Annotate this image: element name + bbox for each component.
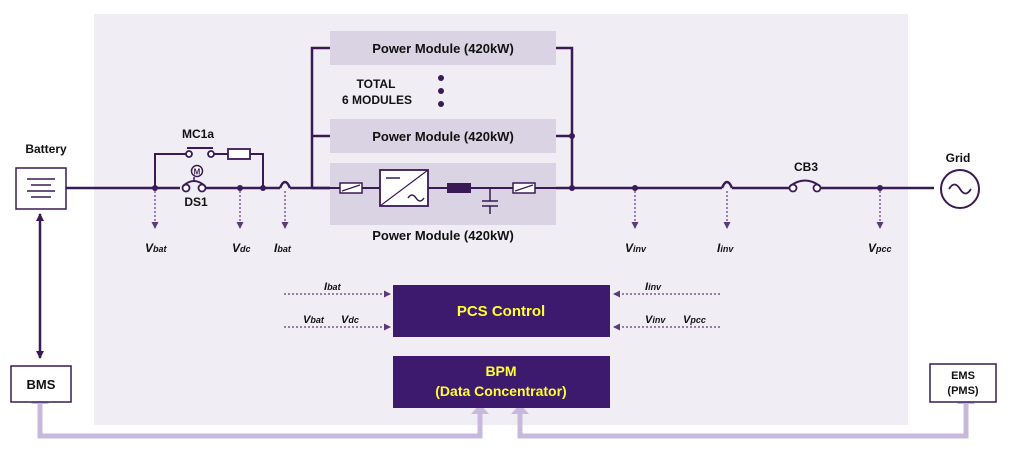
arrowhead-bpm-left xyxy=(471,404,489,414)
ellipsis-dots-icon xyxy=(438,75,444,107)
ems-line1: EMS xyxy=(951,370,975,382)
mc1a-branch xyxy=(154,153,264,188)
iinv-label: Iinv xyxy=(717,241,734,255)
ds1-switch xyxy=(181,177,207,193)
iinv-sensor xyxy=(720,180,734,189)
inductor-icon xyxy=(447,183,471,193)
vdc-label: Vdc xyxy=(232,241,251,255)
module-bus-junctions xyxy=(569,133,575,191)
power-module-3-label: Power Module (420kW) xyxy=(372,228,514,243)
module-parallel-bus xyxy=(310,46,574,190)
pcs-inputs xyxy=(284,290,720,331)
ibat-label: Ibat xyxy=(274,241,292,255)
bus-junctions xyxy=(152,185,883,191)
bpm-box xyxy=(393,356,610,408)
cb3-label: CB3 xyxy=(794,160,818,174)
capacitor-icon xyxy=(482,188,498,214)
bpm-ems-link xyxy=(517,402,969,439)
pcs-control-label: PCS Control xyxy=(457,303,545,320)
bpm-line1: BPM xyxy=(485,363,516,379)
comm-links xyxy=(37,402,969,439)
ems-box xyxy=(929,363,997,403)
power-module-3 xyxy=(330,163,556,225)
total-line1: TOTAL xyxy=(357,77,396,91)
ibat-sensor xyxy=(278,180,292,189)
ds1-label: DS1 xyxy=(184,195,208,209)
grid-label: Grid xyxy=(946,151,971,165)
inverter-icon xyxy=(379,169,429,207)
pcs-input-vpcc: Vpcc xyxy=(683,314,706,326)
vinv-label: Vinv xyxy=(625,241,647,255)
cb3-breaker xyxy=(788,179,822,193)
pcs-input-ibat: Ibat xyxy=(324,281,342,293)
motor-icon: M xyxy=(190,164,204,178)
bms-bpm-link xyxy=(37,402,483,439)
pcs-input-vdc: Vdc xyxy=(341,314,359,326)
power-module-1-label: Power Module (420kW) xyxy=(372,41,514,56)
precharge-resistor xyxy=(227,148,251,160)
bms-box xyxy=(10,365,72,403)
mc1a-label: MC1a xyxy=(182,127,214,141)
total-line2: 6 MODULES xyxy=(342,93,412,107)
pcs-input-vinv: Vinv xyxy=(645,314,666,326)
battery-label: Battery xyxy=(25,142,67,156)
arrowhead-bpm-right xyxy=(511,404,529,414)
pcs-input-iinv: Iinv xyxy=(645,281,662,293)
pcs-input-vbat: Vbat xyxy=(303,314,325,326)
power-module-1: Power Module (420kW) xyxy=(330,31,556,65)
vbat-label: Vbat xyxy=(145,241,168,255)
bms-label: BMS xyxy=(27,377,56,392)
pcs-control-box xyxy=(393,285,610,337)
ems-line2: (PMS) xyxy=(947,385,979,397)
mc1a-switch xyxy=(185,147,215,158)
bpm-line2: (Data Concentrator) xyxy=(435,383,566,399)
battery-icon xyxy=(15,167,67,210)
power-module-2-label: Power Module (420kW) xyxy=(372,129,514,144)
motor-label: M xyxy=(194,168,201,177)
grid-ac-source-icon xyxy=(940,169,980,209)
vpcc-label: Vpcc xyxy=(868,241,892,255)
power-module-2: Power Module (420kW) xyxy=(330,119,556,153)
